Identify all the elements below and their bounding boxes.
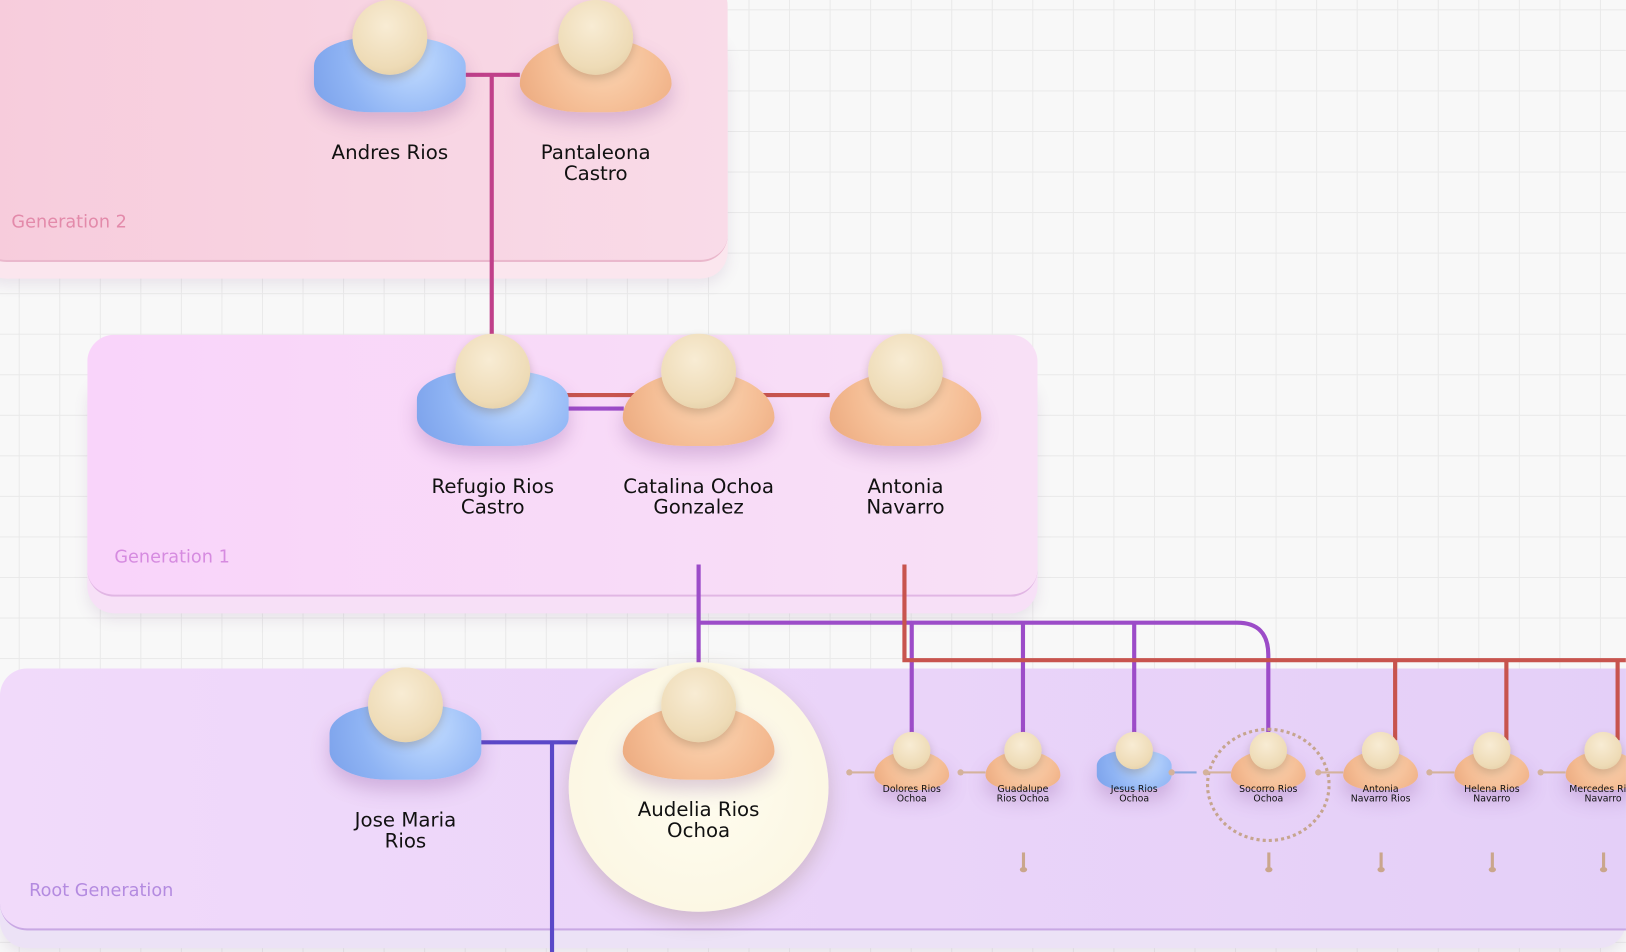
avatar-head-icon [558,0,634,75]
generation-label: Generation 1 [114,546,230,568]
person-name: Mercedes Rios Navarro [1569,784,1626,806]
person-name: Guadalupe Rios Ochoa [996,784,1050,806]
avatar-head-icon [455,333,531,409]
person-name: Socorro Rios Ochoa [1239,784,1298,806]
sibling-connector [1315,769,1344,776]
sibling-connector [846,769,875,776]
avatar-head-icon [893,731,931,770]
avatar-head-icon [1249,731,1288,770]
descent-line-catalina [696,564,1271,733]
avatar-head-icon [1004,731,1042,770]
person-name: Jesus Rios Ochoa [1110,784,1158,806]
descent-line-antonia [902,564,1626,741]
expand-descendants-handle[interactable] [1019,852,1028,873]
avatar-head-icon [661,667,737,743]
avatar-head-icon [1361,731,1400,770]
expand-descendants-handle[interactable] [1599,852,1608,873]
expand-descendants-handle[interactable] [1265,852,1273,873]
focus-ring [1205,727,1331,843]
expand-descendants-handle[interactable] [1377,852,1385,873]
person-name: Andres Rios [331,141,449,165]
person-name: Antonia Navarro [866,475,945,519]
person-name: Helena Rios Navarro [1464,784,1520,806]
avatar-head-icon [352,0,428,75]
avatar-head-icon [868,333,943,409]
sibling-connector [957,769,986,776]
sibling-connector [1426,769,1455,776]
generation-label: Root Generation [29,880,174,902]
person-name: Catalina Ochoa Gonzalez [623,475,774,519]
expand-descendants-handle[interactable] [1488,852,1496,873]
avatar-head-icon [1584,731,1622,770]
person-name: Antonia Navarro Rios [1350,784,1411,806]
couple-line-gen2 [465,72,520,335]
sibling-connector [1202,769,1231,776]
avatar-head-icon [1473,731,1511,770]
avatar-head-icon [368,667,443,743]
person-name: Audelia Rios Ochoa [637,798,760,843]
person-name: Dolores Rios Ochoa [882,784,941,806]
generation-label: Generation 2 [11,212,127,233]
person-name: Pantaleona Castro [540,141,651,185]
sibling-connector [1168,769,1197,776]
avatar-head-icon [661,333,737,409]
sibling-connector [1537,769,1566,776]
person-name: Jose Maria Rios [354,808,457,853]
avatar-head-icon [1115,731,1153,770]
person-name: Refugio Rios Castro [431,475,554,519]
